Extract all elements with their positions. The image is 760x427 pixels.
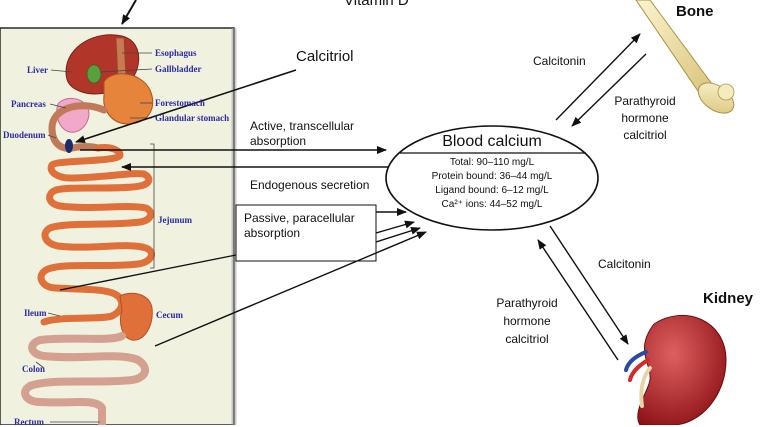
passive-arrow-3 bbox=[375, 226, 421, 243]
endogenous-secretion-label: Endogenous secretion bbox=[250, 178, 370, 192]
label-forestomach: Forestomach bbox=[155, 98, 205, 108]
kidney-pth-label-1: Parathyroid bbox=[496, 296, 558, 310]
kidney-calcitonin-label: Calcitonin bbox=[598, 257, 651, 271]
bone-picture bbox=[635, 0, 735, 114]
passive-arrow-4 bbox=[154, 231, 427, 347]
bone-pth-label-1: Parathyroid bbox=[614, 94, 676, 108]
colon-shape bbox=[21, 332, 150, 425]
label-jejunum: Jejunum bbox=[158, 215, 193, 225]
passive-absorption-label-1: Passive, paracellular bbox=[244, 211, 355, 225]
blood-calcium-ligand-bound: Ligand bound: 6–12 mg/L bbox=[435, 185, 549, 196]
passive-absorption-box bbox=[235, 204, 377, 262]
kidney-label: Kidney bbox=[703, 290, 754, 307]
stomach-shape bbox=[103, 73, 154, 125]
label-cecum: Cecum bbox=[156, 310, 183, 320]
bone-pth-label-2: hormone bbox=[621, 111, 669, 125]
duodenum-shape bbox=[48, 102, 108, 152]
blood-calcium-ellipse bbox=[385, 125, 599, 231]
active-absorption-label-1: Active, transcellular bbox=[250, 119, 355, 133]
kidney-pth-arrow bbox=[537, 239, 619, 361]
blood-calcium-ions: Ca²⁺ ions: 44–52 mg/L bbox=[441, 199, 543, 210]
label-ileum: Ileum bbox=[24, 308, 47, 318]
label-rectum: Rectum bbox=[14, 417, 44, 427]
label-liver: Liver bbox=[27, 65, 48, 75]
label-colon: Colon bbox=[22, 364, 46, 374]
small-intestine-shape bbox=[37, 144, 155, 326]
bone-label: Bone bbox=[676, 3, 714, 20]
kidney-pth-label-3: calcitriol bbox=[505, 332, 549, 346]
bone-pth-arrow bbox=[571, 53, 647, 127]
calcitriol-label: Calcitriol bbox=[296, 48, 354, 65]
passive-arrow-2 bbox=[375, 220, 415, 234]
label-glandular-stomach: Glandular stomach bbox=[155, 113, 230, 123]
kidney-calcitonin-arrow bbox=[549, 225, 629, 345]
kidney-pth-label-2: hormone bbox=[503, 314, 551, 328]
label-esophagus: Esophagus bbox=[155, 48, 197, 58]
passive-absorption-label-2: absorption bbox=[244, 226, 301, 240]
blood-calcium-total: Total: 90–110 mg/L bbox=[449, 157, 535, 168]
ileum-arrow-line bbox=[59, 254, 237, 291]
gallbladder-shape bbox=[86, 64, 102, 84]
label-duodenum: Duodenum bbox=[3, 130, 46, 140]
jejunum-bracket bbox=[150, 143, 155, 269]
kidney-picture bbox=[624, 314, 727, 425]
bone-calcitonin-label: Calcitonin bbox=[533, 54, 586, 68]
label-gallbladder: Gallbladder bbox=[155, 64, 202, 74]
blood-calcium-protein-bound: Protein bound: 36–44 mg/L bbox=[431, 171, 553, 182]
calcitriol-target-marker bbox=[65, 139, 73, 153]
active-absorption-label-2: absorption bbox=[250, 134, 307, 148]
bone-pth-label-3: calcitriol bbox=[623, 128, 667, 142]
vitamin-d-label: Vitamin D bbox=[344, 0, 409, 9]
top-arrow bbox=[121, 0, 137, 25]
blood-calcium-title: Blood calcium bbox=[442, 133, 542, 150]
cecum-shape bbox=[119, 292, 153, 341]
bone-calcitonin-arrow bbox=[555, 33, 641, 121]
calcitriol-arrow bbox=[75, 69, 297, 144]
label-pancreas: Pancreas bbox=[11, 99, 46, 109]
